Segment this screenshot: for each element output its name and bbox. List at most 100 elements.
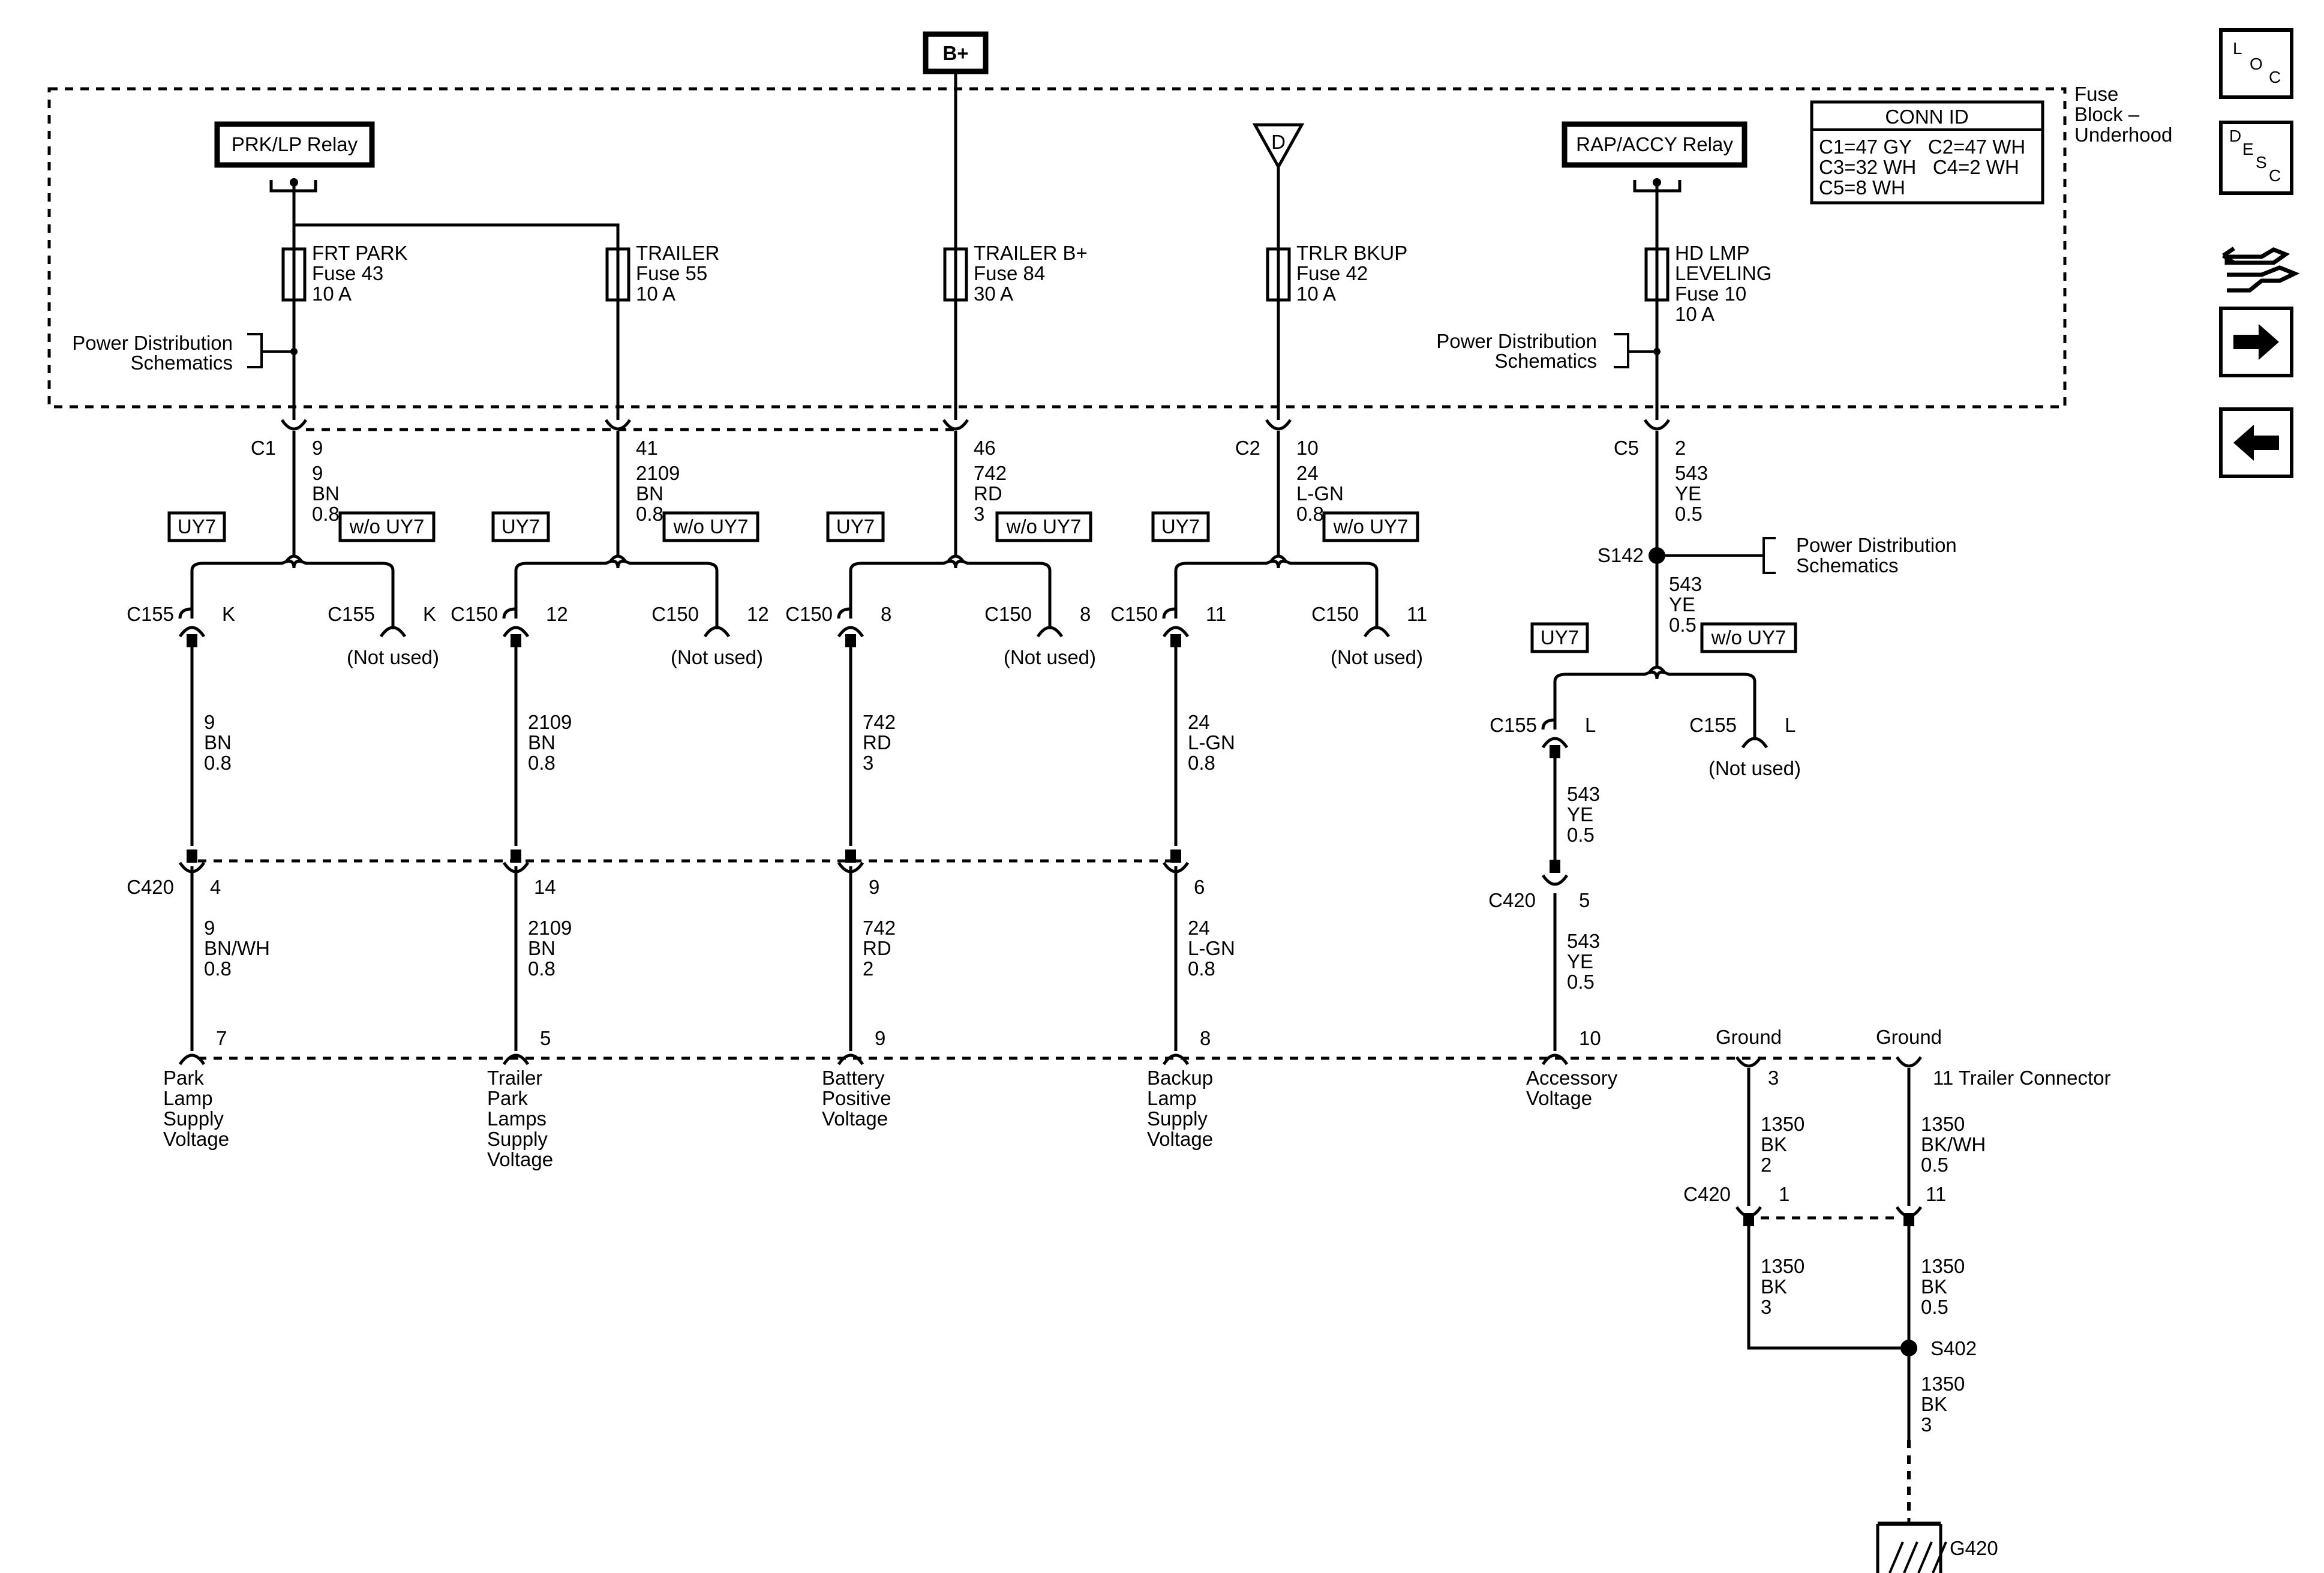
wrench-hand-icon[interactable] [2222,247,2300,293]
svg-text:BK: BK [1761,1133,1787,1155]
svg-text:0.8: 0.8 [636,503,663,525]
svg-text:L: L [1585,714,1596,736]
without-uy7-label: w/o UY7 [673,515,749,538]
svg-text:8: 8 [1200,1027,1211,1049]
svg-text:C3=32 WH C4=2 WH: C3=32 WH C4=2 WH [1819,156,2019,178]
svg-text:2109: 2109 [636,462,680,484]
svg-text:0.5: 0.5 [1675,503,1703,525]
svg-text:11: 11 [1206,603,1226,625]
svg-text:Lamps: Lamps [487,1107,547,1130]
svg-text:C150: C150 [651,603,699,625]
svg-text:1350: 1350 [1761,1255,1804,1277]
svg-text:543: 543 [1669,573,1702,595]
svg-text:0.5: 0.5 [1669,614,1697,636]
svg-text:0.5: 0.5 [1921,1154,1948,1176]
svg-text:D: D [2229,127,2241,145]
svg-text:YE: YE [1669,593,1695,616]
svg-text:0.8: 0.8 [312,503,340,525]
trailer-pin-7: Ground [1876,1026,1942,1068]
svg-text:BK: BK [1761,1275,1787,1298]
svg-text:10 A: 10 A [312,283,352,305]
svg-text:C155: C155 [127,603,174,625]
svg-text:5: 5 [540,1027,551,1049]
svg-text:Ground: Ground [1716,1026,1782,1048]
loc-button[interactable]: LOC [2219,28,2293,99]
svg-text:S: S [2256,153,2267,172]
conn-id-box: CONN ID C1=47 GY C2=47 WH C3=32 WH C4=2 … [1810,100,2044,205]
svg-text:2109: 2109 [528,711,572,733]
svg-text:10 A: 10 A [636,283,675,305]
svg-text:9: 9 [204,711,215,733]
uy7-label: UY7 [502,515,540,538]
svg-text:C150: C150 [785,603,833,625]
svg-text:BK: BK [1921,1393,1947,1415]
svg-text:7: 7 [216,1027,227,1049]
rap-accy-relay: RAP/ACCY Relay [1562,121,1747,193]
power-distribution-ref-left: Power Distribution Schematics [72,332,298,374]
uy7-label: UY7 [1541,626,1579,649]
svg-text:4: 4 [210,876,221,898]
svg-text:742: 742 [863,711,896,733]
svg-text:0.8: 0.8 [204,752,232,774]
svg-text:YE: YE [1567,803,1593,825]
prk-relay-bus [292,191,620,249]
next-page-button[interactable] [2219,307,2293,377]
svg-text:3: 3 [1761,1296,1771,1318]
svg-text:1: 1 [1779,1183,1789,1205]
svg-text:L: L [2233,39,2242,58]
svg-text:1350: 1350 [1921,1255,1965,1277]
svg-text:D: D [1271,131,1286,153]
svg-text:Lamp: Lamp [163,1087,213,1109]
svg-text:BK/WH: BK/WH [1921,1133,1986,1155]
svg-text:5: 5 [1579,889,1590,911]
svg-text:C5: C5 [1614,437,1639,459]
svg-text:0.5: 0.5 [1567,824,1595,846]
svg-text:11: 11 [1926,1183,1946,1205]
svg-text:Fuse 84: Fuse 84 [974,262,1045,284]
svg-text:YE: YE [1675,482,1701,505]
battery-positive-source: B+ [923,31,989,74]
svg-text:10: 10 [1296,437,1319,459]
svg-text:Voltage: Voltage [822,1107,888,1130]
svg-text:BN/WH: BN/WH [204,937,270,959]
svg-text:2: 2 [863,957,873,980]
svg-text:E: E [2242,140,2254,158]
without-uy7-label: w/o UY7 [1006,515,1082,538]
svg-text:O: O [2250,55,2263,73]
svg-text:BN: BN [528,937,556,959]
svg-text:C420: C420 [1683,1183,1731,1205]
svg-text:Lamp: Lamp [1147,1087,1197,1109]
svg-text:TRLR BKUP: TRLR BKUP [1296,242,1407,264]
svg-text:742: 742 [863,917,896,939]
svg-text:C150: C150 [1110,603,1158,625]
svg-text:Power Distribution: Power Distribution [72,332,233,354]
svg-text:Fuse 42: Fuse 42 [1296,262,1368,284]
svg-text:9: 9 [204,917,215,939]
svg-text:0.8: 0.8 [1296,503,1324,525]
fuse-block-label: Fuse Block – Underhood [2074,83,2172,146]
svg-text:YE: YE [1567,950,1593,972]
svg-text:3: 3 [1768,1067,1779,1089]
svg-text:11: 11 [1407,603,1427,625]
svg-text:BN: BN [204,731,232,754]
svg-text:41: 41 [636,437,658,459]
svg-text:Schematics: Schematics [1796,554,1899,577]
svg-text:1350: 1350 [1921,1373,1965,1395]
svg-text:Fuse 43: Fuse 43 [312,262,383,284]
svg-text:3: 3 [863,752,873,774]
svg-text:543: 543 [1567,783,1600,805]
previous-page-button[interactable] [2219,407,2293,478]
